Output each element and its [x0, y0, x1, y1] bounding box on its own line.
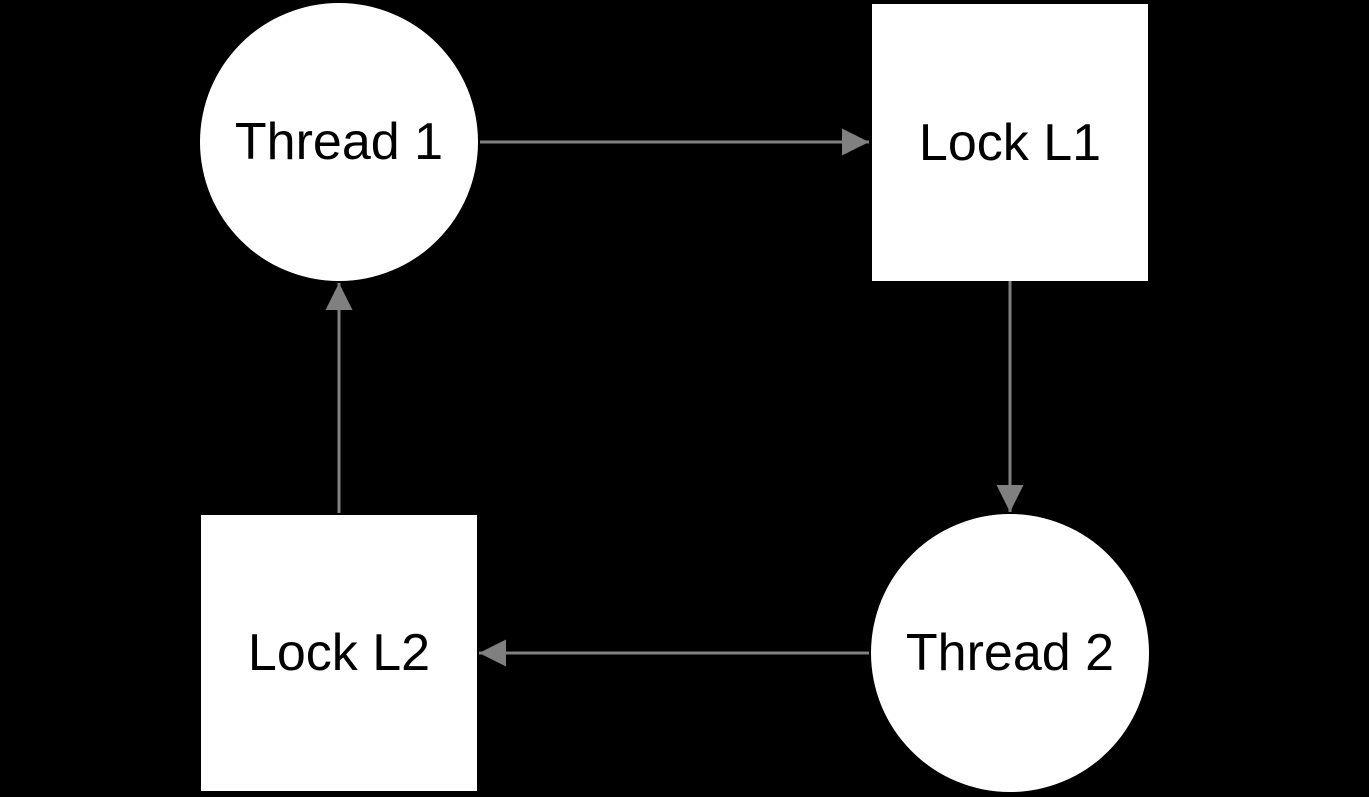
node-thread-2: Thread 2 [871, 514, 1149, 792]
node-lock-l1-label: Lock L1 [918, 113, 1102, 172]
node-lock-l2-label: Lock L2 [247, 624, 431, 682]
node-thread-2-label: Thread 2 [905, 624, 1115, 682]
node-thread-1: Thread 1 [200, 3, 478, 281]
node-lock-l2: Lock L2 [201, 515, 477, 791]
node-lock-l1: Lock L1 [872, 4, 1148, 281]
node-thread-1-label: Thread 1 [234, 113, 444, 171]
